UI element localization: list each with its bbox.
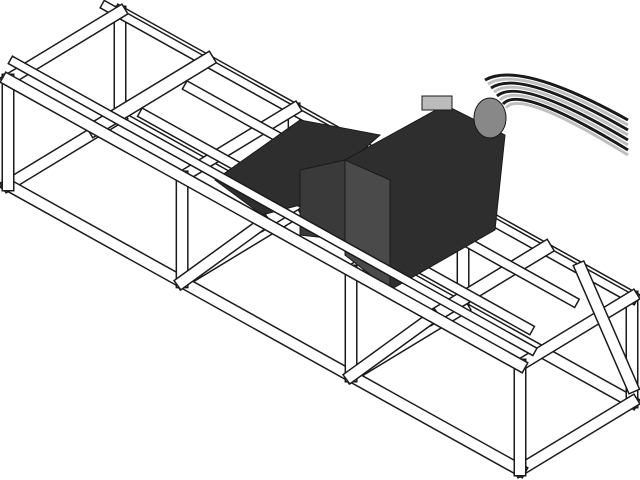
motor-nozzle bbox=[421, 95, 453, 111]
diagonal-brace-end bbox=[574, 261, 639, 393]
guide-rod-front bbox=[9, 57, 536, 355]
carriage-bracket bbox=[299, 159, 346, 241]
coil-spring-7 bbox=[504, 101, 629, 157]
coil-spring-1 bbox=[487, 77, 629, 127]
diagonal-brace-2 bbox=[344, 309, 440, 383]
top-crossbeam-3 bbox=[513, 290, 639, 372]
top-rail-front bbox=[1, 73, 527, 372]
coil-spring-5 bbox=[498, 93, 629, 147]
frame-front-layer bbox=[0, 55, 640, 479]
coil-spring-0 bbox=[484, 73, 629, 122]
coil-spring-4 bbox=[496, 89, 629, 142]
coil-spring-3 bbox=[493, 85, 629, 137]
diagonal-brace-1 bbox=[175, 215, 271, 289]
coil-spring-2 bbox=[490, 81, 629, 132]
roller-drum bbox=[473, 97, 507, 139]
coil-spring-6 bbox=[501, 97, 629, 152]
bottom-crossbeam-3 bbox=[513, 395, 639, 477]
bottom-rail-front bbox=[1, 178, 527, 477]
